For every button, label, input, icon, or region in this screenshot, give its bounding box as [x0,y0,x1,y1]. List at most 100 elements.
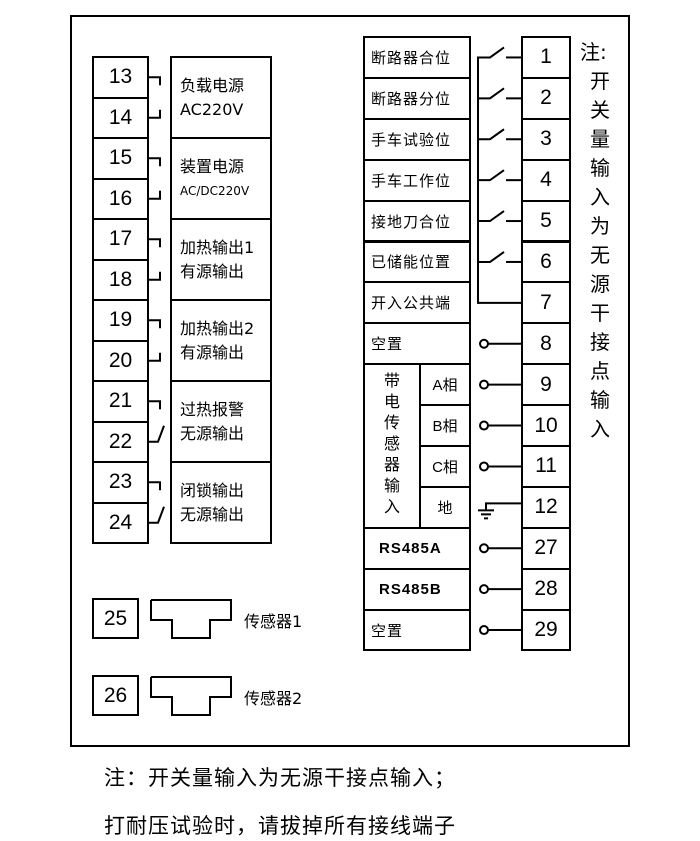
side-note-char: 注: [580,40,607,64]
side-note-char: 无 [590,243,610,267]
terminal-25: 25 [92,598,139,639]
terminal-15: 15 [92,137,149,180]
side-note-char: 关 [590,98,610,122]
wire-bracket-bottom [149,190,161,200]
wire-bracket-top [149,76,161,86]
label-line-1: 过热报警 [180,399,245,419]
terminal-8: 8 [521,322,571,366]
input-label: 空置 [363,608,471,652]
label-line-2: 有源输出 [180,261,245,281]
sensor-group-char: 入 [383,497,400,517]
input-label: 接地刀合位 [363,199,471,243]
phase-label: A相 [419,363,471,407]
switch-contact-icon [478,87,505,100]
contact-switch-icon [149,506,165,524]
side-note-char: 输 [590,156,610,180]
terminal-7: 7 [521,281,571,325]
input-label: RS485B [363,567,471,611]
terminal-20: 20 [92,339,149,382]
contact-switch-icon [149,425,165,443]
wire-bracket-top [149,319,161,329]
side-note-char: 点 [590,359,610,383]
label-line-1: 加热输出2 [180,318,255,338]
input-label: 断路器合位 [363,36,471,79]
terminal-circle-icon [479,379,489,390]
input-label: 已储能位置 [363,240,471,284]
terminal-16: 16 [92,177,149,220]
sensor-connector-icon [150,599,232,639]
sensor-connector-icon [150,676,232,716]
terminal-24: 24 [92,501,149,544]
switch-contact-icon [478,128,505,141]
terminal-10: 10 [521,404,571,447]
side-note-char: 入 [590,185,610,209]
terminal-22: 22 [92,420,149,463]
terminal-17: 17 [92,218,149,261]
input-label: 开入公共端 [363,281,471,325]
terminal-circle-icon [479,461,489,472]
terminal-27: 27 [521,526,571,570]
sensor-group-char: 带 [383,371,400,391]
label-line-1: 闭锁输出 [180,480,245,500]
phase-label: 地 [419,485,471,529]
terminal-28: 28 [521,567,571,611]
phase-label: C相 [419,445,471,488]
terminal-2: 2 [521,76,571,120]
side-note-char: 输 [590,388,610,412]
terminal-1: 1 [521,36,571,79]
wire-bracket-top [149,238,161,248]
phase-label: B相 [419,404,471,447]
sensor-group-char: 电 [383,392,400,412]
side-note-char: 干 [590,301,610,325]
footer-note-2: 打耐压试验时，请拔掉所有接线端子 [104,814,456,838]
label-line-1: 装置电源 [180,156,245,176]
sensor-group-label-box: 带电传感器输入 [363,363,421,529]
wire-bracket-bottom [149,271,161,281]
terminal-3: 3 [521,117,571,161]
terminal-29: 29 [521,608,571,652]
terminal-11: 11 [521,445,571,488]
input-label: 断路器分位 [363,76,471,120]
terminal-circle-icon [479,338,489,349]
wire-bracket-top [149,157,161,167]
side-note-char: 接 [590,330,610,354]
terminal-23: 23 [92,461,149,504]
wire-bracket-top [149,400,161,410]
side-note-char: 为 [590,214,610,238]
label-line-2: 无源输出 [180,423,245,443]
sensor-group-char: 器 [383,455,400,475]
footer-note-1: 注：开关量输入为无源干接点输入； [104,766,456,790]
terminal-label-box: 闭锁输出无源输出 [170,461,272,544]
label-line-2: 有源输出 [180,342,245,362]
terminal-label-box: 过热报警无源输出 [170,380,272,463]
sensor-group-char: 感 [383,434,400,454]
terminal-9: 9 [521,363,571,407]
diagram-frame [70,15,630,747]
terminal-6: 6 [521,240,571,284]
terminal-5: 5 [521,199,571,243]
wire [485,502,521,510]
sensor-group-char: 输 [383,476,400,496]
terminal-14: 14 [92,96,149,139]
switch-contact-icon [478,210,505,223]
terminal-12: 12 [521,485,571,529]
input-label: 手车工作位 [363,158,471,202]
label-line-2: 无源输出 [180,504,245,524]
sensor-label: 传感器2 [244,689,303,708]
wire-bracket-bottom [149,109,161,119]
wire-bracket-top [149,481,161,491]
terminal-4: 4 [521,158,571,202]
sensor-label: 传感器1 [244,612,303,631]
terminal-circle-icon [479,625,489,636]
terminal-13: 13 [92,56,149,99]
terminal-label-box: 加热输出2 有源输出 [170,299,272,382]
terminal-18: 18 [92,258,149,301]
label-line-2: AC220V [180,99,244,119]
terminal-label-box: 负载电源 AC220V [170,56,272,139]
label-line-1: 负载电源 [180,75,245,95]
side-note-char: 量 [590,127,610,151]
input-label: RS485A [363,526,471,570]
